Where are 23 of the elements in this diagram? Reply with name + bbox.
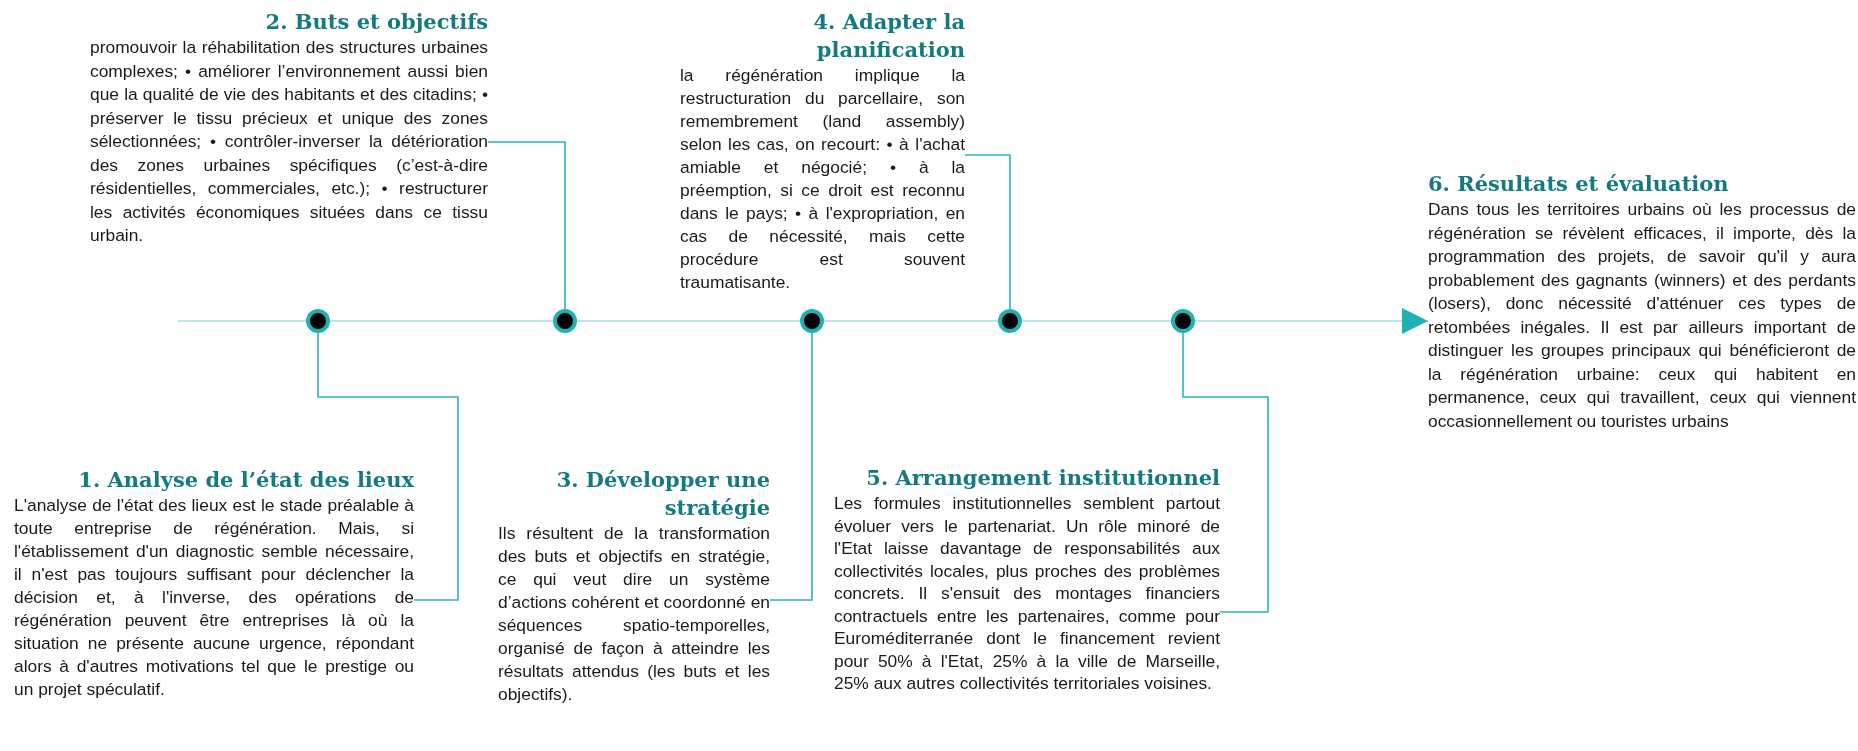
step-description: la régénération implique la restructuration du parcellaire, son remembrement (land assembly) selon les cas, on recourt: • à l'achat amiable et négocié; • à la préemption, si ce droit est reconnu dans le pays; • à l'expropriation, en cas de nécessité, mais cette procédure est souvent traumatisante. (680, 64, 965, 294)
leader-line (487, 141, 566, 310)
step-heading: 5. Arrangement institutionnel (866, 464, 1220, 492)
timeline-line (576, 320, 801, 322)
timeline-line (823, 320, 999, 322)
leader-line (769, 332, 813, 601)
step-description: L'analyse de l'état des lieux est le stade préalable à toute entreprise de régénération. Mais, si l'établissement d'un diagnostic semble nécessaire, il n'est pas toujours suffisant pour déclencher la décision et, à l'inverse, des opérations de régénération peuvent être entreprises là où la situation ne présente aucune urgence, répondant alors à d'autres motivations tel que le prestige ou un projet spéculatif. (14, 494, 414, 701)
leader-line (964, 154, 1011, 310)
timeline-line (1021, 320, 1172, 322)
timeline-line (329, 320, 554, 322)
step-description: Dans tous les territoires urbains où les processus de régénération se révèlent efficaces, il importe, dès la programmation des projets, de savoir qu'il y aura probablement des gagnants (winners) et des perdants (losers), donc nécessité d'atténuer ces types de retombées inégales. Il est par ailleurs important de distinguer les groupes principaux qui bénéficieront de la régénération urbaine: ceux qui habitent en permanence, ceux qui travaillent, ceux qui viennent occasionnellement ou touristes urbains (1428, 198, 1856, 433)
leader-line (317, 332, 459, 601)
leader-line (1182, 332, 1269, 613)
step-heading: 6. Résultats et évaluation (1428, 170, 1729, 198)
timeline-line (177, 320, 307, 322)
timeline-arrow (1194, 308, 1429, 334)
step-heading: 4. Adapter la planification (812, 8, 965, 64)
step-heading: 2. Buts et objectifs (265, 8, 488, 36)
step-description: Les formules institutionnelles semblent partout évoluer vers le partenariat. Un rôle minoré de l'Etat laisse davantage de responsabilités aux collectivités locales, plus proches des problèmes concrets. Il s'ensuit des montages financiers contractuels entre les partenaires, comme pour Euroméditerranée dont le financement revient pour 50% à l'Etat, 25% à la ville de Marseille, 25% aux autres collectivités territoriales voisines. (834, 492, 1220, 695)
step-heading: 3. Développer une stratégie (555, 466, 770, 522)
step-description: Ils résultent de la transformation des buts et objectifs en stratégie, ce qui veut dire un système d’actions cohérent et coordonné en séquences spatio-temporelles, organisé de façon à atteindre les résultats attendus (les buts et les objectifs). (498, 522, 770, 706)
step-heading: 1. Analyse de l’état des lieux (78, 466, 414, 494)
step-description: promouvoir la réhabilitation des structures urbaines complexes; • améliorer l’environnement aussi bien que la qualité de vie des habitants et des citadins; • préserver le tissu précieux et unique des zones sélectionnées; • contrôler-inverser la détérioration des zones urbaines spécifiques (c’est-à-dire résidentielles, commerciales, etc.); • restructurer les activités économiques situées dans ce tissu urbain. (90, 36, 488, 247)
